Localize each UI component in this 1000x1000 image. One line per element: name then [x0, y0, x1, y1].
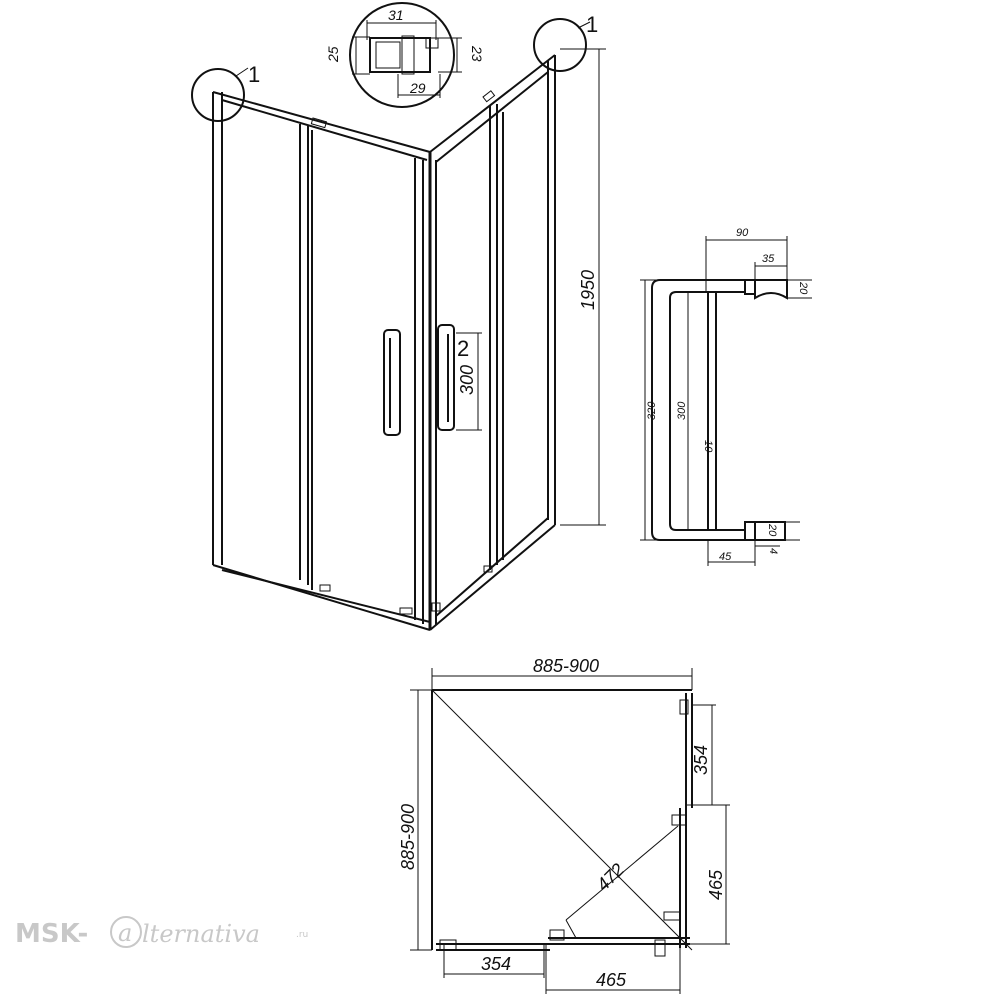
- callout-circle-left: 1: [191, 62, 260, 122]
- callout-marker-handle: 2: [457, 336, 469, 361]
- handle-length-outer-label: 320: [646, 401, 658, 420]
- door-handle-left: [383, 329, 401, 436]
- profile-height-right-label: 23: [469, 45, 485, 62]
- svg-text:a: a: [118, 919, 132, 947]
- profile-section-detail: 31 25 23 29: [325, 2, 485, 108]
- plan-width-label: 885-900: [533, 656, 599, 676]
- handle-length-inner-label: 300: [676, 401, 688, 420]
- plan-depth-label: 885-900: [398, 804, 418, 870]
- handle-length-dimension: 300: [456, 332, 482, 431]
- callout-marker-left: 1: [248, 62, 260, 87]
- handle-mount-height-label: 20: [797, 281, 809, 295]
- door-handle-right: [437, 324, 455, 431]
- handle-gap-label: 4: [767, 548, 779, 554]
- handle-diameter-label: 10: [702, 440, 714, 453]
- callout-circle-right: 1: [533, 12, 598, 72]
- handle-length-label: 300: [457, 365, 477, 395]
- watermark-script: lternativa: [142, 920, 260, 948]
- handle-offset-label: 45: [719, 551, 732, 563]
- callout-marker-right: 1: [586, 12, 598, 37]
- handle-detail: 90 35 20 320 300 10 20 4 45: [640, 227, 812, 566]
- watermark-logo: MSK- a lternativa .ru: [15, 916, 308, 949]
- profile-height-left-label: 25: [325, 46, 341, 63]
- handle-mount-height-bottom-label: 20: [766, 523, 778, 537]
- plan-side-fixed-label: 354: [691, 745, 711, 775]
- plan-diagonal-label: 472: [593, 859, 628, 894]
- watermark-domain: .ru: [296, 930, 308, 940]
- enclosure-elevation: [212, 54, 556, 631]
- plan-bottom-fixed-label: 354: [481, 954, 511, 974]
- height-label: 1950: [578, 270, 598, 310]
- plan-view: 885-900 885-900 354 465 354 465 472: [398, 656, 730, 994]
- handle-mount-width-label: 35: [762, 253, 775, 265]
- watermark-brand: MSK-: [15, 919, 88, 949]
- profile-width-bottom-label: 29: [409, 80, 426, 96]
- plan-bottom-door-label: 465: [596, 970, 627, 990]
- profile-width-top-label: 31: [388, 7, 404, 23]
- plan-side-door-label: 465: [706, 869, 726, 900]
- height-dimension: 1950: [560, 48, 606, 526]
- handle-width-total-label: 90: [736, 227, 749, 239]
